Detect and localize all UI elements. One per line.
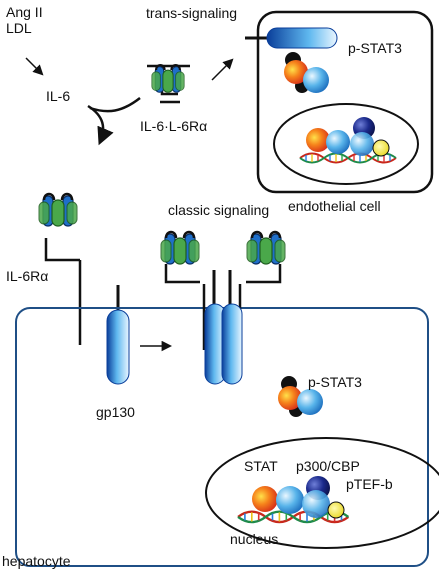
p-stat3-bottom-cluster — [278, 376, 323, 417]
il6-split-curve — [89, 97, 141, 113]
il6-complex-label: IL-6·L-6Rα — [140, 118, 208, 134]
ang-ldl-arrow — [25, 57, 44, 76]
p-stat3-top-cluster — [284, 52, 329, 93]
hepatocyte-nucleus — [205, 437, 439, 549]
hepatocyte-label: hepatocyte — [2, 553, 71, 569]
trans-signaling-label: trans-signaling — [146, 5, 238, 21]
gp130-receptor — [106, 309, 130, 385]
classic-signaling-complex — [159, 230, 287, 385]
nucleus-label: nucleus — [230, 531, 279, 547]
ptef-b-label: pTEF-b — [346, 476, 393, 492]
gp130-label: gp130 — [96, 404, 135, 420]
hepatocyte-transcription-complex — [236, 476, 350, 524]
ldl-label: LDL — [6, 20, 32, 36]
p-stat3-top-label: p-STAT3 — [348, 40, 402, 56]
trans-arrow — [211, 58, 234, 81]
stat-label: STAT — [244, 458, 278, 474]
soluble-il6-complex — [147, 63, 190, 104]
endothelial-transcription-complex — [299, 117, 397, 164]
p300-cbp-label: p300/CBP — [296, 458, 360, 474]
endothelial-gp130 — [266, 27, 338, 49]
endothelial-nucleus — [273, 103, 419, 185]
classic-signaling-label: classic signaling — [168, 202, 270, 218]
endothelial-cell-membrane — [256, 10, 434, 194]
endothelial-cell-label: endothelial cell — [288, 198, 381, 214]
ang-ii-label: Ang II — [6, 4, 43, 20]
il6-label: IL-6 — [46, 88, 71, 104]
p-stat3-bottom-label: p-STAT3 — [308, 374, 362, 390]
il6ra-label: IL-6Rα — [6, 268, 49, 284]
il6ra-receptor-left — [37, 192, 130, 385]
